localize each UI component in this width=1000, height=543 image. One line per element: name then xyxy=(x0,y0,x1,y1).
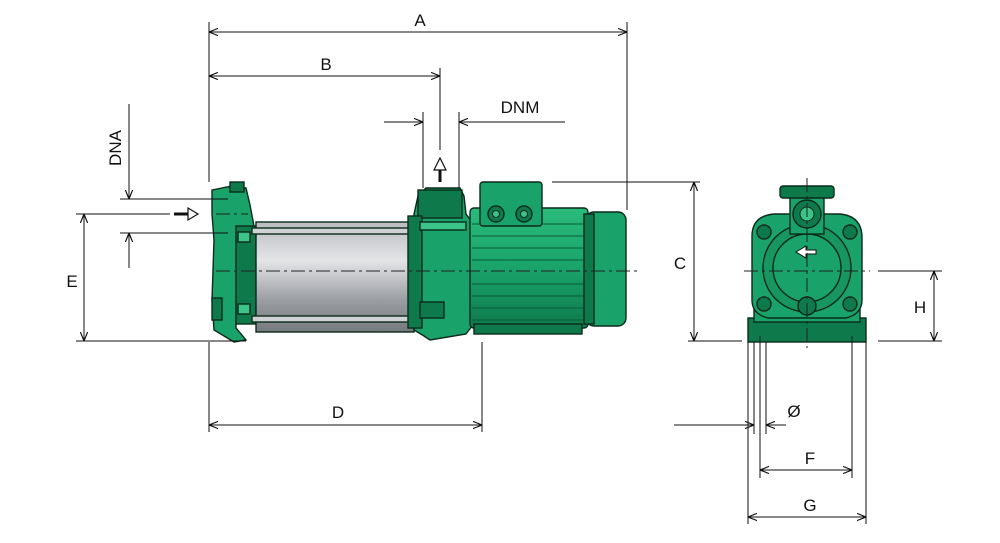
motor-end-ring xyxy=(583,213,595,325)
dim-label-e: E xyxy=(66,272,77,291)
front-bolt-tl xyxy=(756,224,772,240)
dim-label-d: D xyxy=(332,403,344,422)
discharge-bolt-top xyxy=(419,221,467,231)
discharge-casing-plate xyxy=(407,215,423,329)
tie-rod-top xyxy=(251,227,419,235)
pump-side-view xyxy=(174,156,640,343)
discharge-bolt-bottom xyxy=(419,301,445,319)
dim-label-f: F xyxy=(805,449,815,468)
dimension-lines xyxy=(76,22,942,524)
motor-cooling-fins xyxy=(472,223,586,321)
dim-label-diameter: Ø xyxy=(787,402,800,421)
front-bolt-bl xyxy=(756,296,772,312)
dim-label-a: A xyxy=(414,11,426,30)
suction-flow-arrow xyxy=(174,206,200,222)
dim-label-c: C xyxy=(674,254,686,273)
dimension-labels: A B DNM DNA E C D H Ø F G xyxy=(66,11,926,515)
front-bolt-tr xyxy=(842,224,858,240)
dim-label-dna: DNA xyxy=(106,129,125,166)
discharge-flange xyxy=(417,189,463,219)
pump-front-view xyxy=(744,178,870,348)
discharge-flow-arrow xyxy=(433,156,447,182)
front-bolt-br xyxy=(842,296,858,312)
suction-foot xyxy=(211,297,223,321)
stage-casing xyxy=(255,221,415,333)
dim-label-dnm: DNM xyxy=(501,98,540,117)
front-rotation-arrow xyxy=(795,245,817,259)
tie-rod-bottom xyxy=(251,315,419,323)
suction-plate-bolt-top xyxy=(237,231,251,243)
motor-foot xyxy=(473,323,583,335)
suction-plate-boss xyxy=(229,181,245,193)
suction-plate-bolt-bottom xyxy=(237,303,251,315)
dim-label-g: G xyxy=(803,496,816,515)
dim-label-b: B xyxy=(320,55,331,74)
dim-label-h: H xyxy=(914,298,926,317)
